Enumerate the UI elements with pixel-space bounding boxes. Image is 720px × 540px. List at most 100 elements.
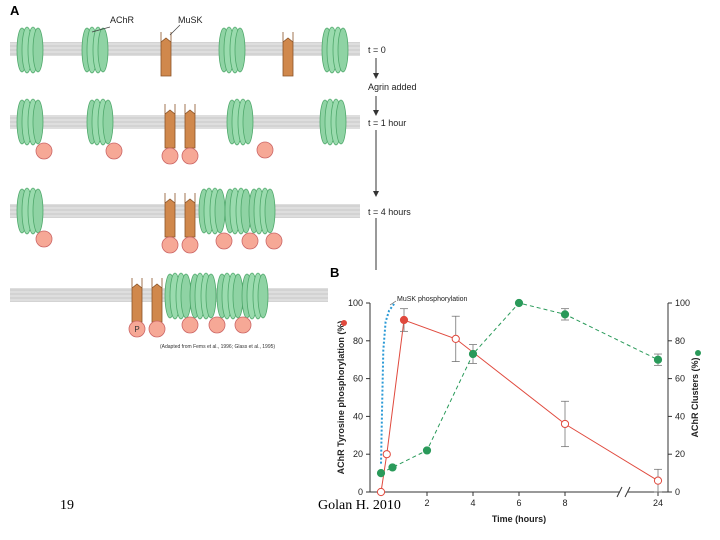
data-point-0 — [560, 419, 570, 429]
y-tick-label-left: 60 — [353, 374, 363, 384]
rapsyn-protein — [35, 230, 53, 248]
axis-break-mark — [624, 486, 631, 498]
membrane-row-3 — [10, 187, 360, 254]
y-tick-label-right: 80 — [675, 336, 685, 346]
panel-a-label: A — [10, 3, 20, 18]
musk-receptor — [164, 103, 176, 149]
x-axis-label: Time (hours) — [492, 514, 546, 524]
achr-label: AChR — [110, 15, 135, 25]
phospho-label: P — [134, 325, 139, 334]
timeline: t = 0 Agrin added t = 1 hour t = 4 hours — [368, 45, 417, 270]
y-tick-label-left: 40 — [353, 411, 363, 421]
musk-receptor — [160, 31, 172, 77]
data-point-0 — [653, 476, 663, 485]
phosphorylated-rapsyn — [128, 320, 146, 338]
rapsyn-protein — [35, 142, 53, 160]
x-tick-label: 4 — [470, 498, 475, 508]
y-tick-label-right: 100 — [675, 298, 690, 308]
achr-receptor — [164, 272, 192, 320]
musk-receptor — [131, 277, 143, 323]
achr-receptor — [16, 98, 44, 146]
rapsyn-protein — [181, 236, 199, 254]
chart: 0204060801000204060801000246824Time (hou… — [336, 296, 701, 524]
data-point-1 — [560, 310, 570, 319]
panel-b-label: B — [330, 265, 339, 280]
x-tick-label: 6 — [516, 498, 521, 508]
y-tick-label-right: 60 — [675, 374, 685, 384]
membrane-row-4: P (Adapted from Fems et al., 1996; Glass… — [10, 272, 328, 350]
y-tick-label-left: 20 — [353, 449, 363, 459]
y-tick-label-left: 100 — [348, 298, 363, 308]
y-axis-label-right: AChR Clusters (%) — [690, 357, 700, 437]
musk-receptor — [184, 103, 196, 149]
data-point-1 — [388, 463, 397, 472]
achr-receptor — [224, 187, 252, 235]
achr-receptor — [248, 187, 276, 235]
axis-break-mark — [616, 486, 623, 498]
data-point-0 — [376, 487, 386, 497]
series-line-0 — [380, 319, 659, 493]
data-point-1 — [376, 469, 386, 478]
panel-a-citation: (Adapted from Fems et al., 1996; Glass e… — [160, 344, 275, 350]
achr-receptor — [198, 187, 226, 235]
achr-receptor — [16, 187, 44, 235]
y-tick-label-left: 80 — [353, 336, 363, 346]
rapsyn-protein — [181, 316, 199, 334]
rapsyn-protein — [215, 232, 233, 250]
time-label-2: t = 4 hours — [368, 207, 411, 217]
achr-receptor — [216, 272, 244, 320]
data-point-0 — [451, 334, 460, 344]
achr-receptor — [86, 98, 114, 146]
slide-number: 19 — [60, 498, 74, 513]
x-tick-label: 2 — [424, 498, 429, 508]
data-point-0 — [399, 315, 409, 325]
rapsyn-protein — [208, 316, 226, 334]
musk-curve-leader — [389, 300, 397, 306]
achr-receptor — [81, 26, 109, 74]
rapsyn-protein — [181, 147, 199, 165]
musk-receptor — [164, 192, 176, 238]
data-point-1 — [653, 355, 663, 364]
legend-dot-red — [341, 320, 347, 326]
rapsyn-protein — [241, 232, 259, 250]
membrane-row-2 — [10, 98, 360, 165]
legend-dot-green — [695, 350, 701, 356]
rapsyn-protein — [265, 232, 283, 250]
rapsyn-protein — [105, 142, 123, 160]
achr-receptor — [16, 26, 44, 74]
rapsyn-protein — [161, 236, 179, 254]
agrin-added-label: Agrin added — [368, 82, 417, 92]
membrane-row-1: AChR MuSK — [10, 15, 360, 77]
achr-receptor — [226, 98, 254, 146]
rapsyn-protein — [161, 147, 179, 165]
musk-label: MuSK — [178, 15, 203, 25]
data-point-1 — [422, 446, 432, 455]
y-tick-label-right: 0 — [675, 487, 680, 497]
data-point-1 — [514, 298, 524, 308]
series-line-2 — [380, 302, 396, 464]
data-point-0 — [382, 450, 391, 459]
musk-receptor — [151, 277, 163, 323]
footer-citation: Golan H. 2010 — [316, 498, 403, 514]
rapsyn-protein — [148, 320, 166, 338]
musk-receptor — [184, 192, 196, 238]
data-point-1 — [468, 349, 478, 359]
achr-receptor — [319, 98, 347, 146]
achr-receptor — [189, 272, 217, 320]
achr-receptor — [218, 26, 246, 74]
time-label-1: t = 1 hour — [368, 118, 406, 128]
time-label-0: t = 0 — [368, 45, 386, 55]
achr-receptor — [321, 26, 349, 74]
rapsyn-protein — [234, 316, 252, 334]
y-tick-label-right: 20 — [675, 449, 685, 459]
x-tick-label: 8 — [562, 498, 567, 508]
rapsyn-protein — [256, 141, 274, 159]
musk-curve-label: MuSK phosphorylation — [397, 296, 468, 303]
achr-receptor — [241, 272, 269, 320]
musk-receptor — [282, 31, 294, 77]
x-tick-label: 24 — [653, 498, 663, 508]
y-tick-label-left: 0 — [358, 487, 363, 497]
y-tick-label-right: 40 — [675, 411, 685, 421]
